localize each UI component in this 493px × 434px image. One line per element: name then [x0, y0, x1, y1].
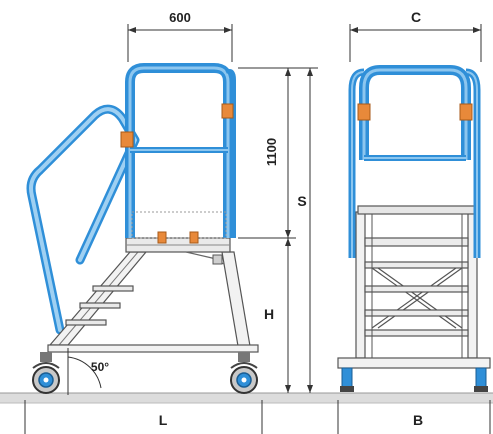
side-view [26, 63, 259, 395]
front-steps [364, 237, 469, 337]
side-clamps [120, 103, 234, 244]
front-clamps [357, 103, 473, 121]
base-frame [47, 344, 259, 353]
label-width-c: C [411, 9, 421, 25]
front-view [337, 65, 491, 392]
label-angle: 50° [91, 360, 109, 374]
label-height-h: H [264, 306, 274, 322]
side-wheels [32, 352, 258, 394]
front-guardrails [348, 65, 481, 258]
dimension-arrows [128, 27, 481, 393]
label-width-b: B [413, 412, 423, 428]
dimension-lines [24, 24, 491, 434]
front-wheels [340, 367, 488, 392]
rear-leg [221, 251, 251, 347]
front-cross-brace [371, 267, 463, 329]
stair-steps [65, 285, 134, 326]
label-width-top: 600 [169, 10, 191, 25]
label-height-1100: 1100 [264, 138, 279, 166]
floor [0, 392, 493, 404]
label-height-s: S [297, 193, 306, 209]
angle-indicator [67, 348, 102, 395]
stair-handrail [26, 104, 140, 335]
label-length-l: L [159, 412, 168, 428]
front-base [337, 357, 491, 369]
